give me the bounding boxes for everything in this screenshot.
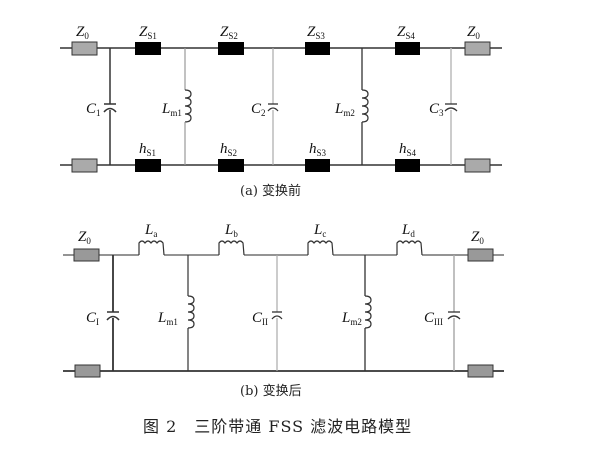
- series-inductor-lc: [307, 240, 334, 257]
- label-z0-left-a: Z0: [76, 24, 89, 41]
- shunt-inductor-lm1-b: [187, 255, 195, 371]
- port-right-top-b: [467, 248, 494, 262]
- label-zs4: ZS4: [397, 24, 415, 41]
- shunt-capacitor-c1: [103, 48, 117, 165]
- label-lm1-a: Lm1: [161, 101, 182, 118]
- label-lm1-b: Lm1: [157, 310, 178, 327]
- shunt-capacitor-ciii: [447, 255, 461, 371]
- label-z0-left-b: Z0: [78, 229, 91, 246]
- label-cii: CII: [252, 310, 268, 327]
- series-element-hs1: [135, 159, 161, 172]
- series-inductor-lb: [218, 240, 245, 257]
- label-ciii: CIII: [424, 310, 443, 327]
- shunt-capacitor-c2: [267, 48, 279, 165]
- label-ci: CI: [86, 310, 99, 327]
- series-element-hs4: [395, 159, 420, 172]
- shunt-capacitor-c3: [444, 48, 458, 165]
- shunt-inductor-lm1: [184, 48, 192, 165]
- shunt-inductor-lm2: [361, 48, 369, 165]
- series-element-zs1: [135, 42, 161, 55]
- label-lc: Lc: [313, 222, 326, 239]
- caption-a: (a) 变换前: [240, 183, 301, 199]
- label-lb: Lb: [224, 222, 238, 239]
- port-right-bottom-a: [464, 158, 491, 173]
- label-hs2: hS2: [220, 141, 237, 158]
- label-c3: C3: [429, 101, 444, 118]
- label-lm2-b: Lm2: [341, 310, 362, 327]
- label-lm2-a: Lm2: [334, 101, 355, 118]
- series-inductor-ld: [396, 240, 423, 257]
- figure-caption: 图 2 三阶带通 FSS 滤波电路模型: [143, 417, 412, 436]
- label-c1: C1: [86, 101, 101, 118]
- shunt-inductor-lm2-b: [364, 255, 372, 371]
- label-hs1: hS1: [139, 141, 156, 158]
- label-la: La: [144, 222, 157, 239]
- series-element-zs3: [305, 42, 330, 55]
- port-left-top-b: [73, 248, 100, 262]
- port-left-top-a: [71, 41, 98, 56]
- series-element-zs2: [218, 42, 244, 55]
- shunt-capacitor-cii: [271, 255, 283, 371]
- caption-b: (b) 变换后: [240, 383, 302, 399]
- port-left-bottom-b: [74, 364, 101, 378]
- label-c2: C2: [251, 101, 266, 118]
- label-zs3: ZS3: [307, 24, 325, 41]
- label-hs4: hS4: [399, 141, 417, 158]
- circuit-b: Z0 La Lb Lc Ld Z0 CI Lm1 CII Lm2 CIII (b…: [63, 222, 504, 399]
- series-element-zs4: [395, 42, 420, 55]
- series-element-hs2: [218, 159, 244, 172]
- label-hs3: hS3: [309, 141, 327, 158]
- shunt-capacitor-ci: [106, 255, 120, 371]
- series-inductor-la: [138, 240, 165, 257]
- port-right-bottom-b: [467, 364, 494, 378]
- label-ld: Ld: [401, 222, 415, 239]
- label-z0-right-a: Z0: [467, 24, 480, 41]
- series-element-hs3: [305, 159, 330, 172]
- port-left-bottom-a: [71, 158, 98, 173]
- label-z0-right-b: Z0: [471, 229, 484, 246]
- port-right-top-a: [464, 41, 491, 56]
- label-zs2: ZS2: [220, 24, 238, 41]
- label-zs1: ZS1: [139, 24, 157, 41]
- circuit-a: Z0 ZS1 ZS2 ZS3 ZS4 Z0 hS1 hS2 hS3 hS4 C1…: [60, 24, 502, 199]
